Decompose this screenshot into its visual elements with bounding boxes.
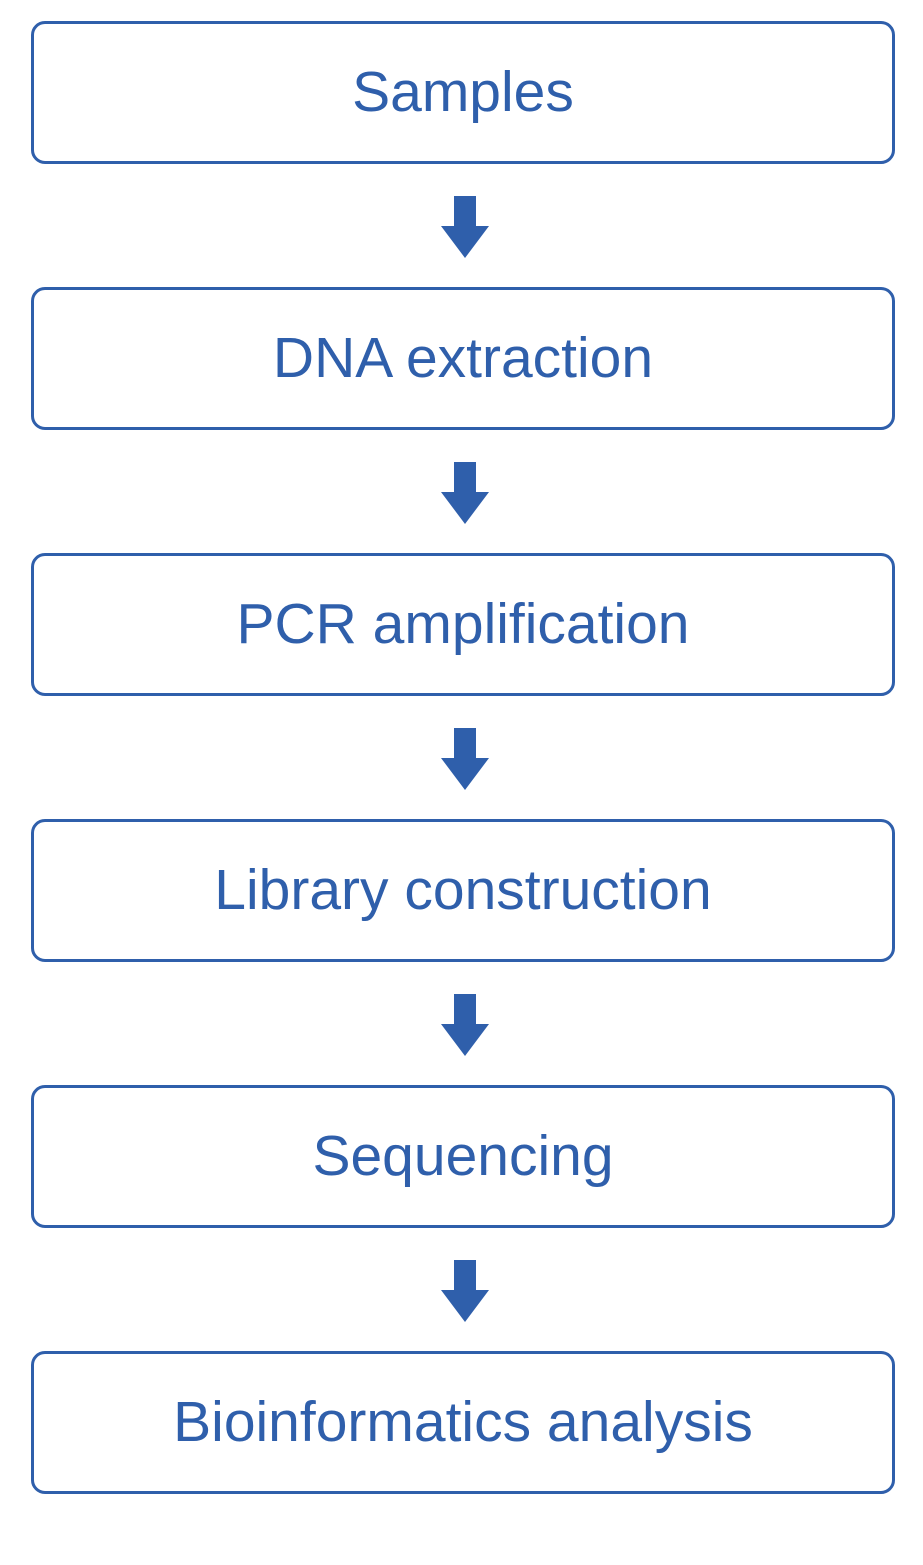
down-arrow-icon	[441, 728, 489, 790]
step-box-samples: Samples	[31, 21, 895, 164]
down-arrow-icon	[441, 196, 489, 258]
down-arrow-icon	[441, 462, 489, 524]
step-box-dna-extraction: DNA extraction	[31, 287, 895, 430]
step-label-pcr-amplification: PCR amplification	[236, 592, 690, 656]
step-label-bioinformatics-analysis: Bioinformatics analysis	[173, 1390, 753, 1454]
step-label-sequencing: Sequencing	[312, 1124, 614, 1188]
step-label-samples: Samples	[352, 60, 574, 124]
down-arrow-icon	[441, 994, 489, 1056]
down-arrow-icon	[441, 1260, 489, 1322]
step-box-library-construction: Library construction	[31, 819, 895, 962]
step-label-library-construction: Library construction	[214, 858, 712, 922]
step-label-dna-extraction: DNA extraction	[272, 326, 654, 390]
step-box-bioinformatics-analysis: Bioinformatics analysis	[31, 1351, 895, 1494]
step-box-sequencing: Sequencing	[31, 1085, 895, 1228]
step-box-pcr-amplification: PCR amplification	[31, 553, 895, 696]
